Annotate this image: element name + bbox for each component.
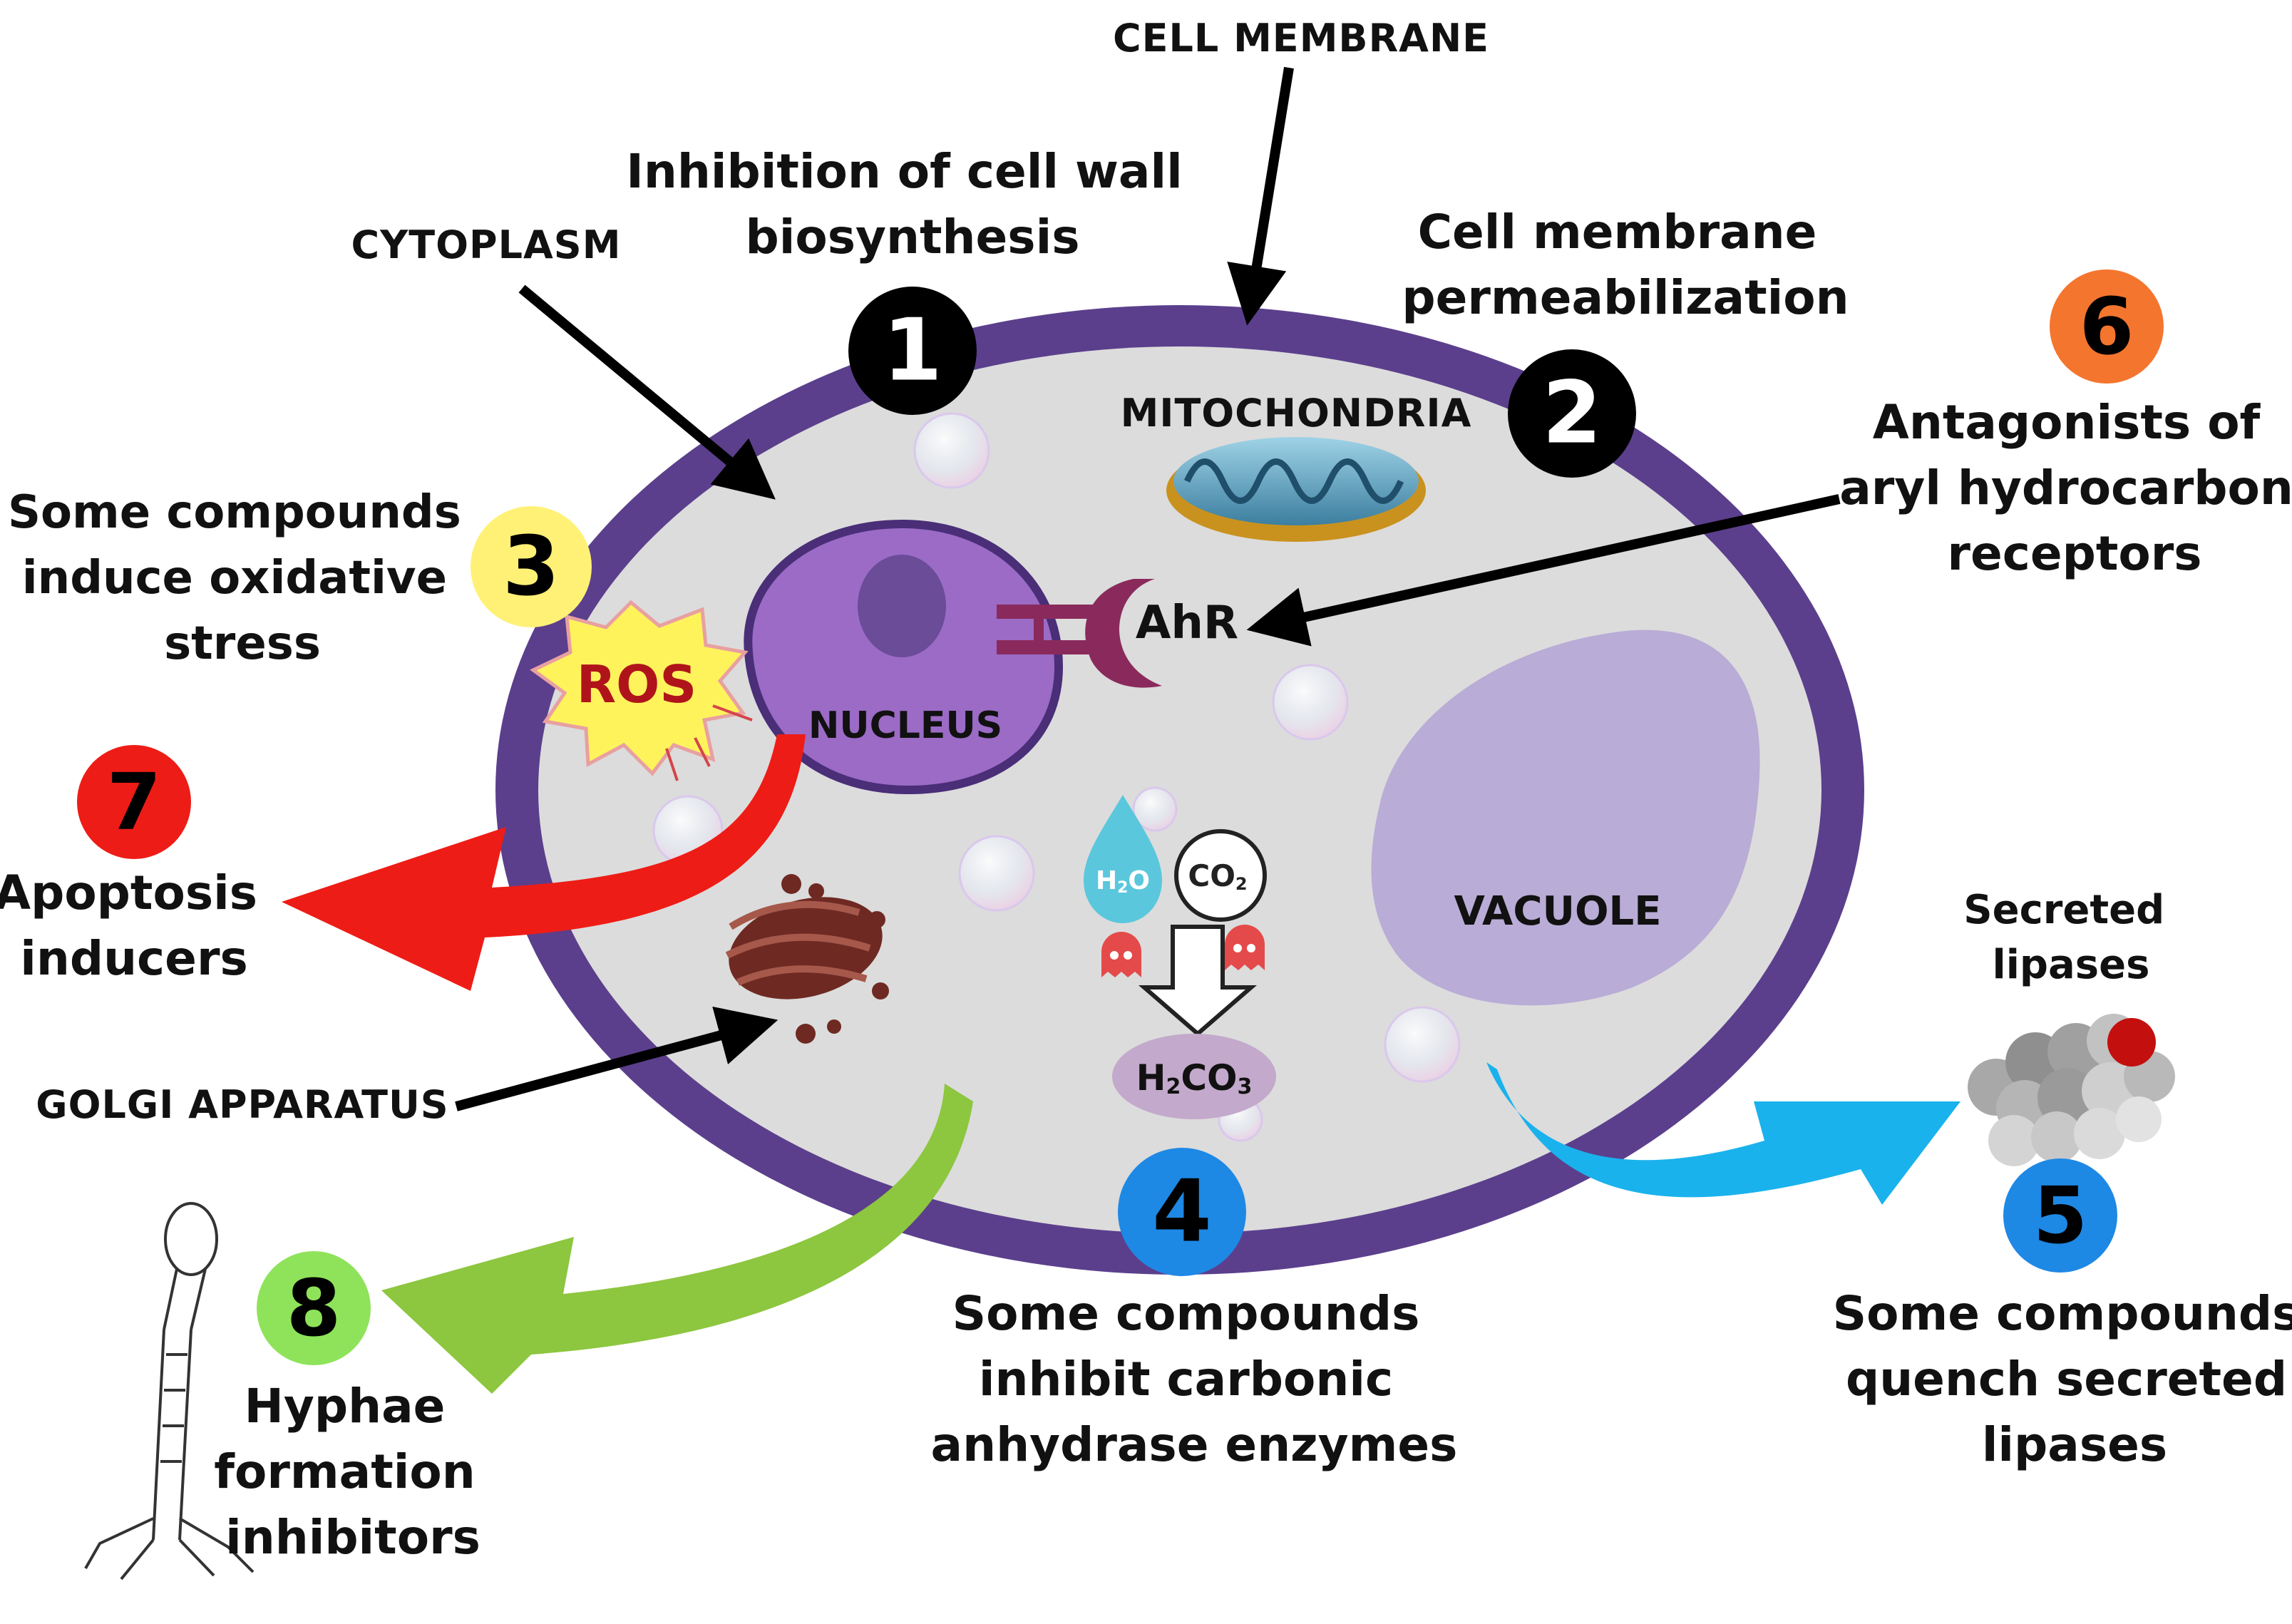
ros-burst — [530, 600, 753, 781]
vesicle — [958, 835, 1035, 912]
badge-8-number: 8 — [287, 1263, 341, 1354]
h2o-label: H2O — [1096, 866, 1150, 897]
ahr-receptor — [997, 579, 1162, 688]
pointer-arrows — [455, 66, 1841, 1111]
badge-4-number: 4 — [1152, 1163, 1212, 1262]
badge-7-number: 7 — [107, 756, 162, 848]
carbonic-anhydrase-reaction — [1084, 795, 1276, 1119]
vesicle — [1272, 664, 1349, 741]
cytoplasm-label: CYTOPLASM — [351, 222, 622, 267]
co2-circle — [1174, 829, 1267, 922]
lipase-arrow — [1486, 1062, 1960, 1205]
mechanism-7-caption: Apoptosis inducers — [0, 865, 274, 986]
badge-5-number: 5 — [2033, 1170, 2088, 1261]
ahr-pointer — [1246, 494, 1841, 647]
golgi-label: GOLGI APPARATUS — [36, 1082, 448, 1127]
badge-7: 7 — [77, 745, 191, 859]
vacuole — [1371, 629, 1760, 1006]
vacuole-label: VACUOLE — [1454, 888, 1662, 935]
mechanism-3-caption: Some compounds induce oxidative stress — [8, 486, 477, 670]
cell-membrane-pointer — [1227, 66, 1294, 326]
badge-2: 2 — [1508, 349, 1636, 478]
cell-membrane-label: CELL MEMBRANE — [1113, 16, 1489, 61]
badge-1: 1 — [848, 287, 977, 415]
badge-2-number: 2 — [1542, 364, 1602, 463]
ahr-label: AhR — [1136, 597, 1238, 649]
hyphae-arrow — [381, 1084, 973, 1394]
h2co3-label: H2CO3 — [1136, 1057, 1253, 1099]
nucleus — [744, 519, 1064, 795]
down-arrow-icon — [1138, 925, 1258, 1037]
golgi-apparatus — [725, 874, 889, 1044]
mechanism-1-caption: Inhibition of cell wall biosynthesis — [626, 144, 1198, 264]
nucleolus — [858, 555, 946, 657]
badge-3-number: 3 — [503, 519, 560, 615]
lipase-molecule-icon — [1968, 1014, 2175, 1166]
badge-6-number: 6 — [2080, 281, 2134, 372]
vesicle — [1132, 786, 1178, 832]
water-drop-icon — [1084, 795, 1162, 923]
mechanism-6-caption: Antagonists of aryl hydrocarbon receptor… — [1839, 395, 2292, 581]
badge-5: 5 — [2003, 1158, 2117, 1273]
badge-4: 4 — [1118, 1148, 1246, 1276]
mechanism-2-caption: Cell membrane permeabilization — [1402, 205, 1849, 325]
h2co3-ellipse — [1112, 1034, 1276, 1119]
mitochondria — [1166, 437, 1426, 542]
golgi-pointer — [455, 1006, 778, 1111]
hypha-sketch-icon — [84, 1202, 255, 1581]
mitochondria-label: MITOCHONDRIA — [1121, 391, 1472, 436]
ghost-icon — [1101, 932, 1141, 977]
vesicle — [913, 412, 990, 489]
mechanism-8-caption: Hyphae formation inhibitors — [214, 1379, 491, 1565]
secreted-lipases-label: Secreted lipases — [1963, 887, 2178, 988]
mechanism-5-caption: Some compounds quench secreted lipases — [1833, 1286, 2292, 1472]
vesicle — [1384, 1006, 1461, 1083]
nucleus-label: NUCLEUS — [808, 704, 1002, 747]
badge-6: 6 — [2050, 269, 2164, 384]
badge-3: 3 — [471, 506, 592, 627]
ghost-icon — [1225, 925, 1265, 970]
apoptosis-arrow — [282, 734, 806, 991]
cytoplasm-pointer — [518, 284, 776, 500]
badge-8: 8 — [257, 1251, 371, 1365]
ros-label: ROS — [577, 654, 697, 714]
badge-1-number: 1 — [883, 302, 942, 401]
mechanism-4-caption: Some compounds inhibit carbonic anhydras… — [931, 1286, 1458, 1472]
co2-label: CO2 — [1188, 858, 1247, 895]
